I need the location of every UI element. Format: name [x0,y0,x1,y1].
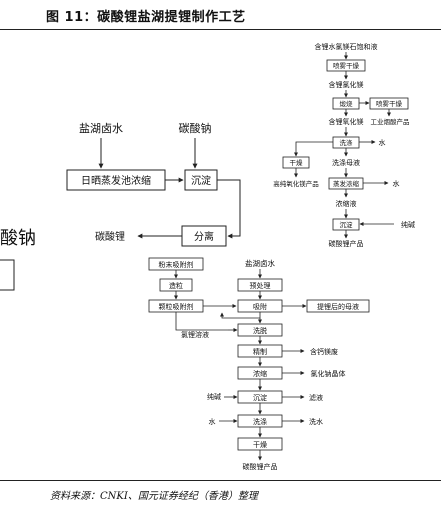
tr-water2-label: 水 [393,179,400,188]
bf-concentrate-label: 浓缩 [253,369,267,378]
tr-drying-label: 干燥 [290,158,304,167]
tr-industrial-label: 工业烟酸产品 [371,117,410,126]
figure-title: 图 11：碳酸锂盐湖提锂制作工艺 [46,10,246,25]
bf-filtrate-label: 滤液 [309,393,323,402]
bf-ca-mg-waste-label: 含钙镁废 [310,347,338,356]
bf-dry-label: 干燥 [253,440,267,449]
bf-water-label: 水 [209,417,216,426]
bf-soda-label: 纯碱 [207,392,221,401]
bf-product-label: 碳酸锂产品 [243,462,278,471]
precipitation-label: 沉淀 [191,174,211,187]
bf-refine-label: 精制 [253,347,267,356]
bf-adsorbent-label: 粉末吸附剂 [159,260,194,269]
bf-elution-label: 洗脱 [253,326,267,335]
bf-washwater-label: 洗水 [309,417,323,426]
tr-water1-label: 水 [379,138,386,147]
bf-mother-liquor-label: 提锂后的母液 [317,302,359,311]
bf-granular-adsorbent-label: 颗粒吸附剂 [159,302,194,311]
left-sodium-carbonate-label: 碳酸钠 [179,121,212,135]
tr-start-label: 含锂水氯镁石饱和液 [315,42,378,51]
top-right-flow: 含锂水氯镁石饱和液 喷雾干燥 含锂氯化镁 煅烧 喷雾干燥 工业烟酸产品 含锂氧化… [273,42,415,248]
tr-soda-label: 纯碱 [401,220,415,229]
left-brine-label: 盐湖卤水 [79,122,123,135]
tr-evap-label: 蒸发浓缩 [333,179,360,188]
solar-evaporation-label: 日晒蒸发池浓缩 [81,174,151,187]
bf-granulation-label: 造粒 [169,281,183,290]
tr-wash-liquid-label: 洗涤母液 [332,158,360,167]
tr-spray-dry2-label: 喷雾干燥 [376,99,403,108]
tr-calcination-label: 煅烧 [340,99,354,108]
tr-spray-dry-label: 喷雾干燥 [333,61,360,70]
tr-precip-label: 沉淀 [340,220,354,229]
tr-product1-label: 含锂氯化镁 [329,80,364,89]
bf-wash-label: 洗涤 [253,417,267,426]
tr-product2-label: 含锂氧化镁 [329,117,364,126]
bf-precip-label: 沉淀 [253,393,267,402]
bf-pretreat-label: 预处理 [250,281,271,290]
tr-concentrate-label: 浓缩液 [336,199,357,208]
bf-mother-liquor-box [306,299,370,313]
left-flow: 盐湖卤水 碳酸钠 日晒蒸发池浓缩 沉淀 分离 碳酸锂 酸钠 [0,121,241,291]
cut-text: 酸钠 [0,228,36,249]
process-flow-diagram: 盐湖卤水 碳酸钠 日晒蒸发池浓缩 沉淀 分离 碳酸锂 酸钠 含锂水氯镁石饱和液 … [0,42,415,471]
top-rule [0,29,441,30]
bf-brine-label: 盐湖卤水 [245,258,275,268]
bf-adsorption-label: 吸附 [253,302,267,311]
tr-washing-label: 洗涤 [340,138,354,147]
bottom-rule [0,480,441,481]
tr-product3-label: 碳酸锂产品 [329,239,364,248]
bf-nacl-crystal-label: 氯化钠晶体 [311,369,346,378]
bf-lithium-solution-label: 氯锂溶液 [181,330,209,339]
tr-high-purity-label: 高纯氧化镁产品 [273,179,319,188]
source-note: 资料来源：CNKI、国元证券经纪（香港）整理 [50,491,258,502]
bottom-flow: 粉末吸附剂 造粒 颗粒吸附剂 盐湖卤水 预处理 吸附 提锂后的母液 氯锂溶液 洗… [148,257,370,471]
lithium-carbonate-label: 碳酸锂 [95,230,125,243]
separation-label: 分离 [194,230,214,243]
